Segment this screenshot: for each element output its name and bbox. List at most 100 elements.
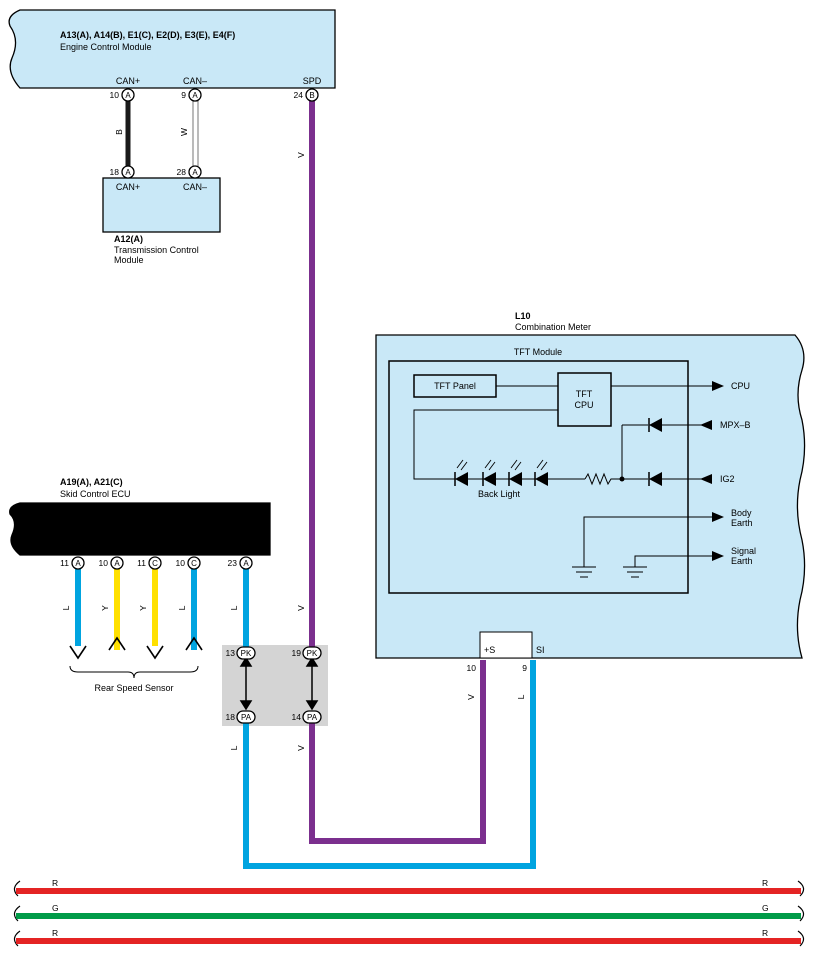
pin-badges: 10 A 9 A 24 B 18 A 28 A 11 A <box>60 88 322 724</box>
sensor-arrows <box>69 636 203 660</box>
pin-ecm-can-plus: 10 A <box>110 88 135 102</box>
svg-text:14: 14 <box>292 712 302 722</box>
bus-line-3: R R <box>13 928 805 947</box>
svg-text:A: A <box>125 91 131 100</box>
svg-text:9: 9 <box>181 90 186 100</box>
tft-cpu-box <box>557 372 612 427</box>
svg-text:PK: PK <box>241 649 252 658</box>
svg-text:11: 11 <box>60 558 69 568</box>
svg-text:C: C <box>152 559 158 568</box>
svg-text:18: 18 <box>110 167 120 177</box>
tft-module-label: TFT Module <box>514 347 562 357</box>
svg-text:R: R <box>762 878 768 888</box>
svg-text:PK: PK <box>307 649 318 658</box>
wire-code-spd: V <box>296 152 306 158</box>
output-body-label2: Earth <box>731 518 753 528</box>
wire-can-minus <box>192 100 199 168</box>
back-light-label: Back Light <box>478 489 521 499</box>
wire-blue-lower <box>243 660 536 869</box>
wire-code-jl-lower: L <box>229 745 239 750</box>
tcm-pin-label-can-plus: CAN+ <box>116 182 140 192</box>
line-signal-earth <box>634 555 712 567</box>
svg-text:B: B <box>309 91 314 100</box>
svg-text:28: 28 <box>177 167 187 177</box>
meter-subtitle: Combination Meter <box>515 322 591 332</box>
skid-control-ecu: A19(A), A21(C) Skid Control ECU RL+ RL– … <box>9 477 271 556</box>
backlight-leds <box>454 459 585 486</box>
combination-meter: L10 Combination Meter TFT Module TFT Pan… <box>375 311 806 673</box>
output-cpu-label: CPU <box>731 381 750 391</box>
meter-pin-num-si: 9 <box>522 663 527 673</box>
svg-text:R: R <box>762 928 768 938</box>
svg-text:23: 23 <box>228 558 238 568</box>
diode-ig2 <box>649 472 662 486</box>
skid-pin-label-rrp: RR+ <box>146 542 164 552</box>
engine-control-module: A13(A), A14(B), E1(C), E2(D), E3(E), E4(… <box>8 9 336 89</box>
svg-text:G: G <box>762 903 769 913</box>
svg-text:11: 11 <box>137 558 146 568</box>
output-signal-label1: Signal <box>731 546 756 556</box>
tft-cpu-label1: TFT <box>576 389 593 399</box>
skid-title: A19(A), A21(C) <box>60 477 123 487</box>
arrow-mpxb <box>700 420 712 430</box>
arrow-rr-plus <box>146 645 164 660</box>
wire-code-rl-minus: Y <box>100 605 110 611</box>
pin-skid-rl-minus: 10 A <box>99 556 124 570</box>
pin-skid-rl-plus: 11 A <box>60 556 85 570</box>
svg-text:PA: PA <box>241 713 252 722</box>
svg-text:10: 10 <box>110 90 120 100</box>
tft-cpu-label2: CPU <box>574 400 593 410</box>
pin-junction-top-left: 13 PK <box>226 646 256 660</box>
skid-box <box>9 502 271 556</box>
svg-text:10: 10 <box>176 558 186 568</box>
svg-text:A: A <box>114 559 120 568</box>
pin-skid-rr-plus: 11 C <box>137 556 162 570</box>
line-cpu-backlight <box>413 409 558 480</box>
output-mpxb-label: MPX–B <box>720 420 751 430</box>
wire-code-spd-lower: V <box>296 605 306 611</box>
svg-text:PA: PA <box>307 713 318 722</box>
svg-text:19: 19 <box>292 648 302 658</box>
pin-skid-sp1: 23 A <box>228 556 253 570</box>
rear-speed-sensor-brace <box>69 665 199 679</box>
wire-code-sp1: L <box>229 605 239 610</box>
junction-internal <box>239 656 319 711</box>
wire-code-can-plus: B <box>114 129 124 135</box>
svg-text:13: 13 <box>226 648 236 658</box>
wire-code-rr-minus: L <box>177 605 187 610</box>
arrow-cpu <box>712 381 724 391</box>
wire-code-can-minus: W <box>179 128 189 136</box>
meter-pin-label-s: +S <box>484 645 495 655</box>
bus-line-1: R R <box>13 878 805 897</box>
output-body-label1: Body <box>731 508 752 518</box>
main-wires <box>75 101 536 869</box>
pin-junction-top-right: 19 PK <box>292 646 322 660</box>
ecm-title: A13(A), A14(B), E1(C), E2(D), E3(E), E4(… <box>60 30 235 40</box>
pin-ecm-spd: 24 B <box>294 88 319 102</box>
skid-pin-label-rlm: RL– <box>109 542 126 552</box>
tft-panel-label: TFT Panel <box>434 381 476 391</box>
bus-lines: R R G G R R <box>13 878 805 947</box>
bus-line-2: G G <box>13 903 805 922</box>
svg-text:A: A <box>192 168 198 177</box>
svg-text:A: A <box>192 91 198 100</box>
pin-ecm-can-minus: 9 A <box>181 88 202 102</box>
skid-pin-label-sp1: SP1 <box>237 542 254 552</box>
wire-purple-lower <box>309 660 486 844</box>
meter-pin-num-s: 10 <box>467 663 477 673</box>
svg-text:18: 18 <box>226 712 236 722</box>
arrow-signal-earth <box>712 551 724 561</box>
pin-junction-bottom-left: 18 PA <box>226 710 256 724</box>
output-ig2-label: IG2 <box>720 474 735 484</box>
meter-pin-label-si: SI <box>536 645 545 655</box>
svg-text:A: A <box>243 559 249 568</box>
ecm-pin-label-can-plus: CAN+ <box>116 76 140 86</box>
svg-text:24: 24 <box>294 90 304 100</box>
led-1 <box>455 472 468 486</box>
ecm-pin-label-spd: SPD <box>303 76 322 86</box>
meter-connector <box>479 631 533 659</box>
arrow-ig2 <box>700 474 712 484</box>
svg-text:C: C <box>191 559 197 568</box>
ecm-subtitle: Engine Control Module <box>60 42 152 52</box>
led-4 <box>535 472 548 486</box>
